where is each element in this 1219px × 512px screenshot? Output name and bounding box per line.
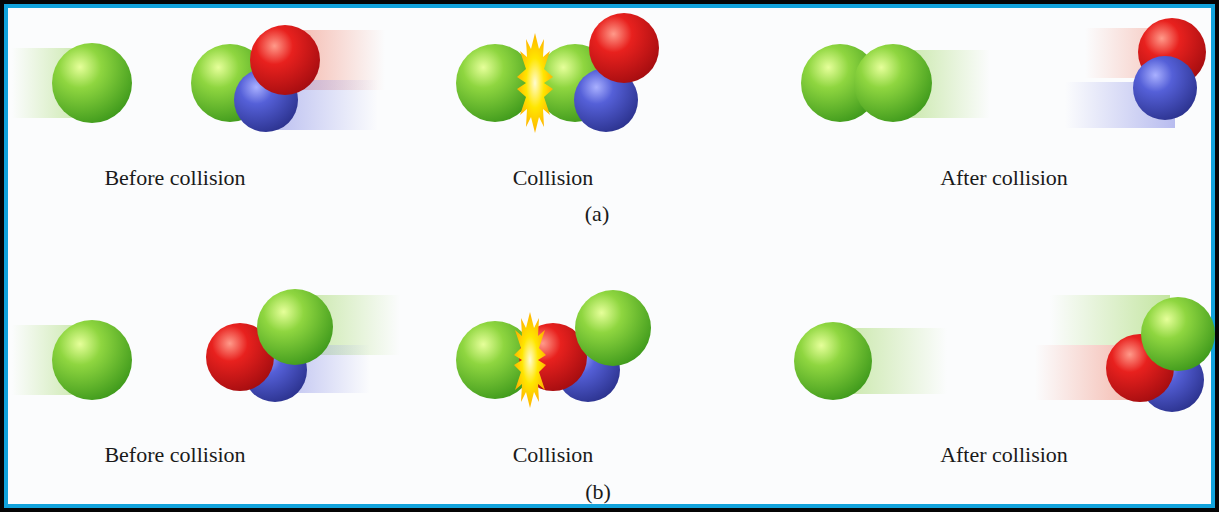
stage-caption: Collision: [513, 443, 594, 467]
stage-caption: After collision: [940, 443, 1068, 467]
stage-caption: After collision: [940, 166, 1068, 190]
stage-caption: Before collision: [104, 166, 245, 190]
stage-caption: Collision: [513, 166, 594, 190]
panel-letter: (b): [585, 480, 611, 504]
panel-letter: (a): [585, 202, 609, 226]
stage-caption: Before collision: [104, 443, 245, 467]
